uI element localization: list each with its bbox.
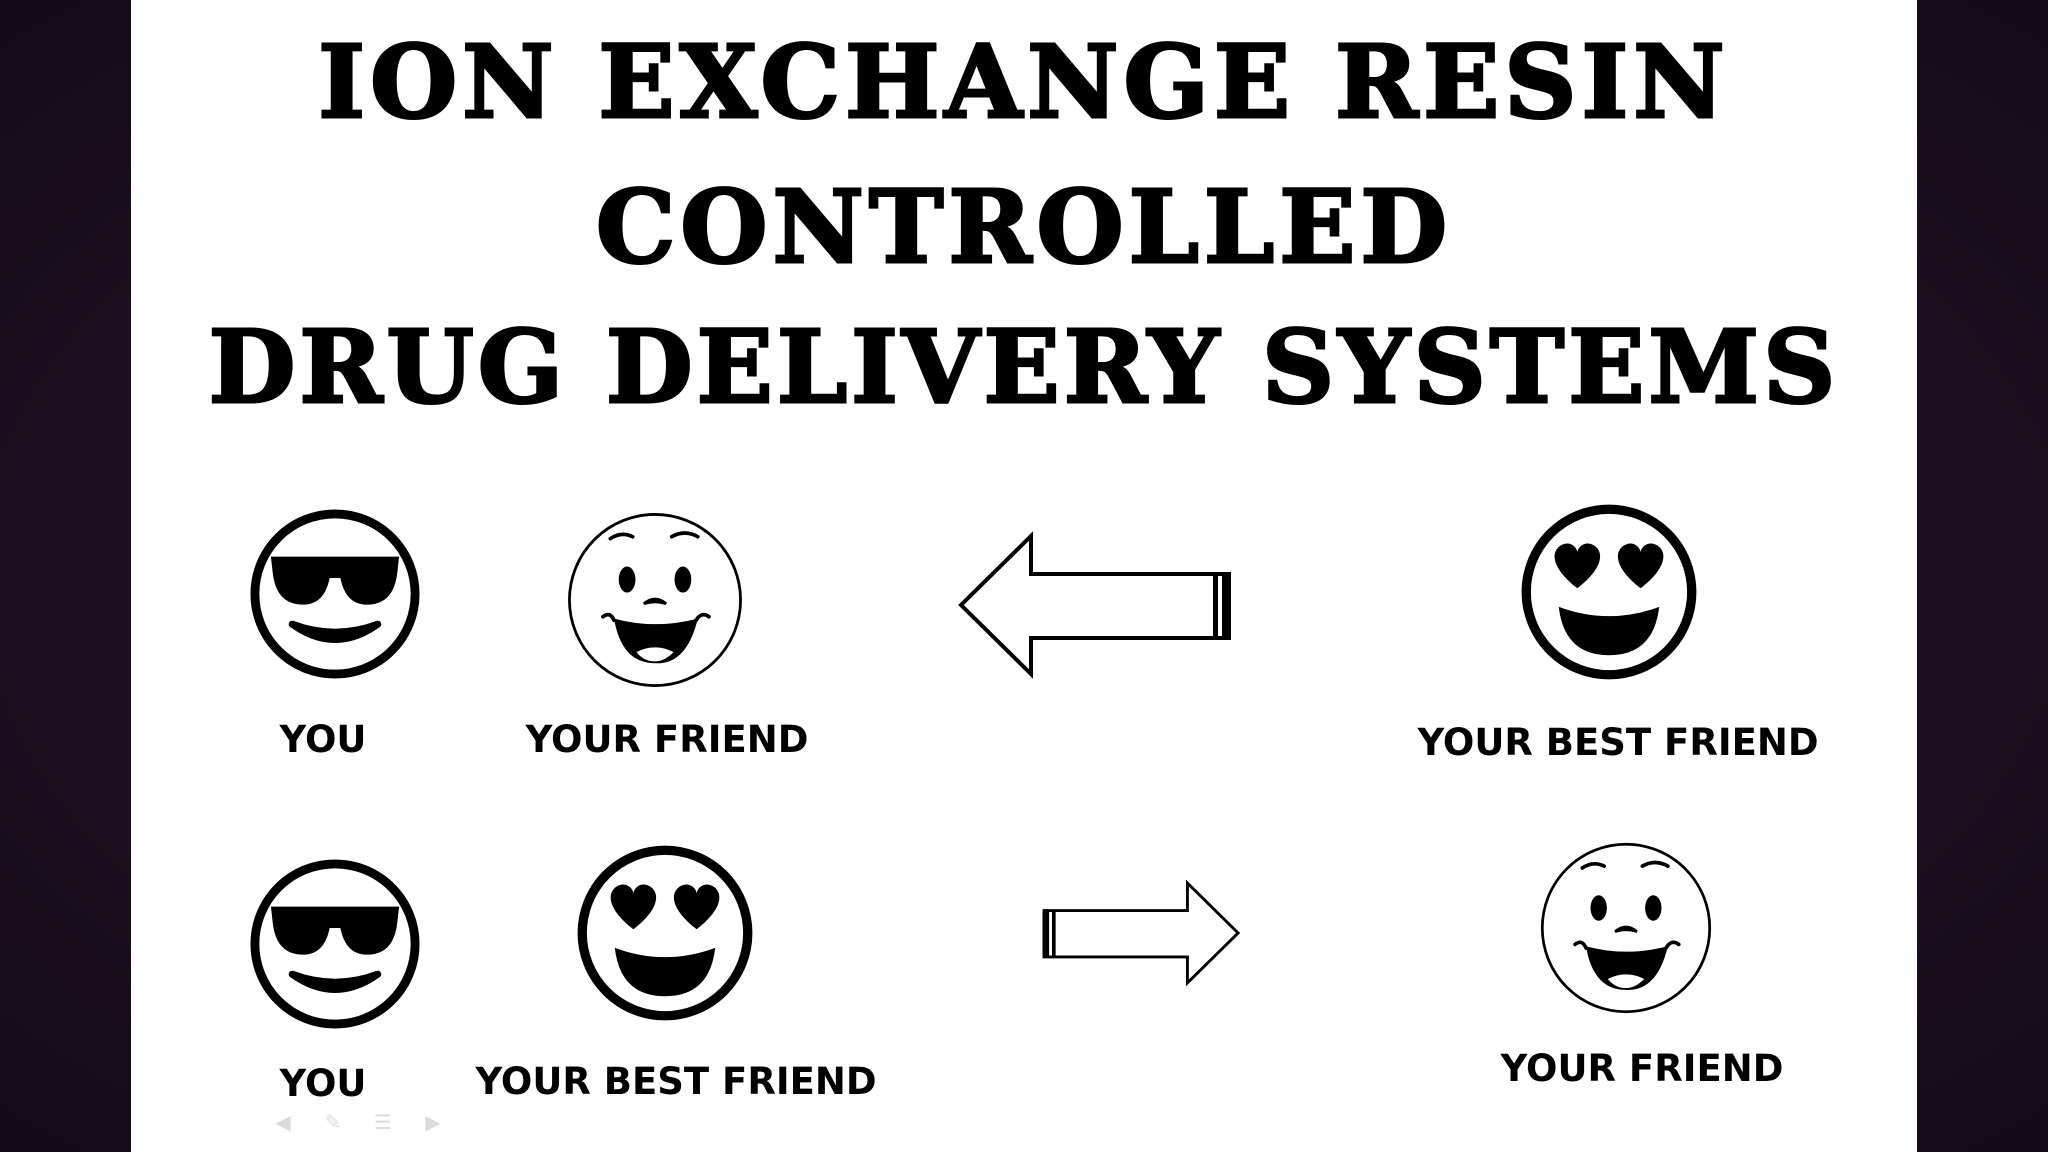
pen-icon[interactable]: ✎	[324, 1110, 342, 1134]
title-line-3: DRUG DELIVERY SYSTEMS	[207, 308, 1840, 426]
label-you: YOU	[279, 718, 367, 761]
previous-slide-icon[interactable]: ◀	[275, 1110, 291, 1134]
label-your-best-friend: YOUR BEST FRIEND	[475, 1060, 877, 1103]
arrow-right-icon	[1031, 860, 1241, 1006]
smiling-face-icon	[1535, 837, 1717, 1019]
title-line-2: CONTROLLED	[594, 168, 1453, 286]
label-you: YOU	[279, 1062, 367, 1105]
heart-eyes-face-icon	[1516, 499, 1702, 685]
next-slide-icon[interactable]: ▶	[425, 1110, 441, 1134]
arrow-left-icon	[957, 530, 1247, 680]
heart-eyes-face-icon	[572, 840, 758, 1026]
slide-controls: ◀ ✎ ☰ ▶	[269, 1108, 447, 1136]
label-your-friend: YOUR FRIEND	[1500, 1047, 1784, 1090]
title-line-1: ION EXCHANGE RESIN	[317, 23, 1730, 141]
sunglasses-face-icon	[246, 505, 424, 683]
sunglasses-face-icon	[246, 855, 424, 1033]
slide: ION EXCHANGE RESIN CONTROLLED DRUG DELIV…	[131, 0, 1917, 1152]
smiling-face-icon	[562, 507, 748, 693]
label-your-best-friend: YOUR BEST FRIEND	[1417, 721, 1819, 764]
label-your-friend: YOUR FRIEND	[525, 718, 809, 761]
menu-icon[interactable]: ☰	[374, 1110, 392, 1134]
